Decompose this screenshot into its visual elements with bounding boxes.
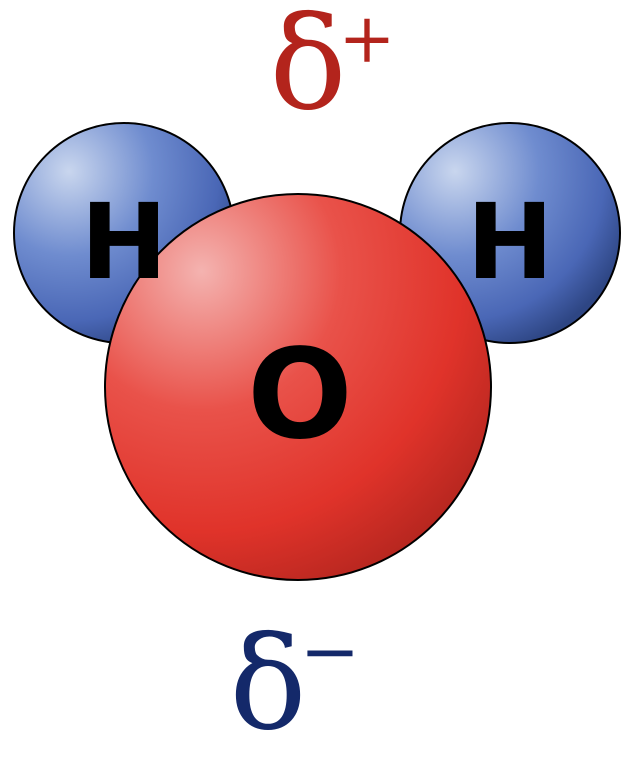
oxygen-sphere	[104, 193, 492, 581]
hydrogen-label-left: H	[80, 181, 167, 303]
negative-sign: −	[300, 609, 360, 693]
delta-symbol-negative: δ	[229, 610, 306, 759]
hydrogen-label-right: H	[466, 181, 553, 303]
partial-positive-charge: δ +	[269, 0, 395, 139]
positive-sign: +	[339, 0, 396, 79]
oxygen-label: O	[247, 323, 352, 467]
oxygen-atom	[104, 193, 492, 581]
partial-negative-charge: δ −	[229, 609, 360, 759]
delta-symbol-positive: δ	[269, 0, 346, 139]
